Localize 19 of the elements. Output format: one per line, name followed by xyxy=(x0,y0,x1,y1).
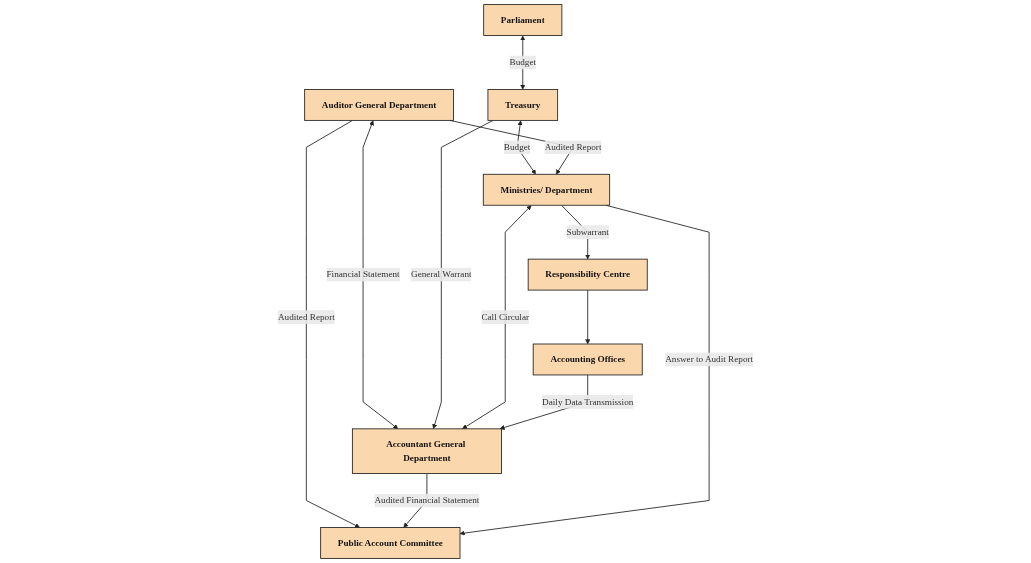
edge-label: Audited Financial Statement xyxy=(374,495,480,506)
node-box: Ministries/ Department xyxy=(482,173,611,206)
node-box: Treasury xyxy=(487,89,559,121)
node-box: Accountant General Department xyxy=(351,428,502,474)
edge-label: Audited Report xyxy=(544,142,602,152)
node-box: Accounting Offices xyxy=(532,343,643,376)
edge-label: Call Circular xyxy=(481,311,530,322)
node-box: Parliament xyxy=(483,4,563,36)
node-box: Public Account Committee xyxy=(320,527,461,559)
edge-label: Subwarrant xyxy=(566,227,609,237)
node-box: Responsibility Centre xyxy=(527,258,648,291)
edge-label: Daily Data Transmission xyxy=(542,396,634,407)
edge-label: Answer to Audit Report xyxy=(665,354,754,365)
edge-label: Audited Report xyxy=(277,311,335,322)
node-box: Auditor General Department xyxy=(304,89,454,121)
edge-label: General Warrant xyxy=(411,269,472,280)
edge-label: Budget xyxy=(503,142,531,152)
edge-label: Financial Statement xyxy=(326,269,400,280)
edge-label: Budget xyxy=(509,57,537,68)
